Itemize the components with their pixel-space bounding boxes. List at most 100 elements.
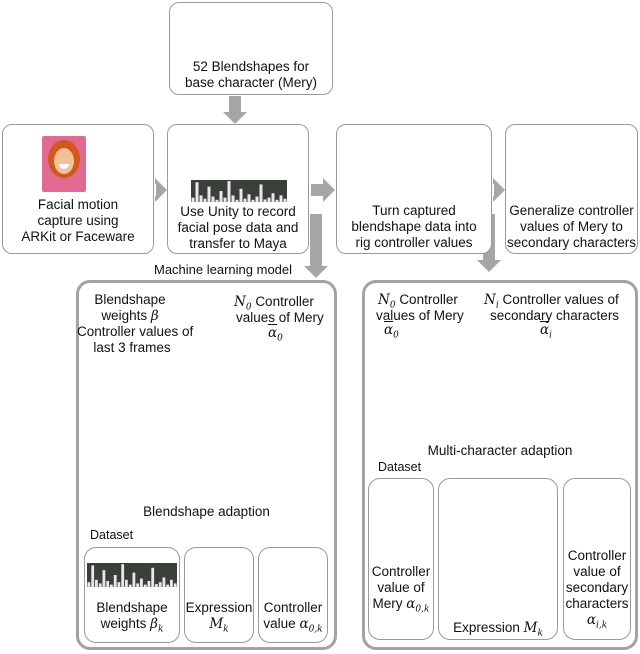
plot-bar — [211, 196, 215, 202]
plot-bar — [170, 579, 173, 587]
output-label-line1: N0 Controller — [234, 294, 314, 313]
plot-bar — [95, 579, 98, 587]
plot-bar — [203, 198, 207, 202]
plot-bar — [147, 581, 151, 587]
plot-bar — [91, 565, 95, 587]
plot-bar — [140, 578, 143, 587]
blendshapes-text-line2: base character (Mery) — [184, 75, 318, 90]
left-ds3-line2: value α0,k — [263, 616, 323, 635]
right-n0-line2: values of Mery — [376, 308, 464, 323]
input-label-line3: Controller values of — [77, 324, 194, 339]
right-ds3-line2: value of — [573, 564, 621, 579]
plot-bar — [267, 197, 271, 202]
left-dataset-controller-box — [258, 547, 328, 643]
generalize-text-line3: secondary characters — [506, 235, 637, 250]
plot-bar — [271, 193, 275, 202]
left-dataset-expression-box — [184, 547, 254, 643]
right-ds3-line1: Controller — [567, 548, 627, 563]
right-n0-line1: N0 Controller — [378, 292, 458, 311]
plot-bar — [128, 584, 132, 587]
blendshape-adaption-caption: Blendshape adaption — [143, 504, 270, 519]
left-dataset-label: Dataset — [90, 528, 134, 542]
plot-bar — [235, 199, 239, 202]
right-ni-line2: secondary characters — [490, 308, 620, 323]
right-ds3-line5: αi,k — [586, 612, 608, 631]
plot-bar — [151, 567, 155, 587]
turn-text-line2: blendshape data into — [351, 219, 477, 234]
blendshapes-box — [169, 2, 333, 95]
plot-bar — [113, 575, 117, 587]
plot-bar — [98, 583, 102, 587]
right-dataset-mery-box — [368, 478, 434, 640]
turn-text-line3: rig controller values — [355, 235, 473, 250]
left-ds1-line2: weights βk — [100, 616, 164, 635]
plot-bar — [155, 584, 158, 587]
plot-bar — [283, 198, 287, 202]
capture-text-line1: Facial motion — [37, 197, 119, 212]
blendshapes-text-line1: 52 Blendshapes for — [192, 59, 310, 74]
generalize-text-line1: Generalize controller — [509, 203, 634, 218]
right-ds1-line3: Mery α0,k — [372, 596, 430, 615]
capture-text-line3: ARKit or Faceware — [21, 229, 135, 244]
right-ds1-line1: Controller — [371, 564, 431, 579]
ml-model-label: Machine learning model — [154, 262, 293, 277]
plot-bar — [117, 582, 121, 587]
plot-bar — [227, 181, 231, 202]
right-dataset-expression-box — [438, 478, 558, 640]
right-ni-line1: Ni Controller values of — [484, 292, 619, 311]
bar-plot-icon — [191, 180, 287, 202]
unity-text-line3: transfer to Maya — [189, 236, 287, 251]
plot-bar — [263, 199, 267, 202]
arrow-turn-to-generalize — [493, 178, 505, 202]
right-ds1-line2: value of — [377, 580, 425, 595]
unity-text-line1: Use Unity to record — [180, 204, 296, 219]
plot-bar — [125, 579, 128, 587]
photo-icon — [42, 136, 86, 192]
plot-bar — [207, 186, 211, 202]
arrow-unity-to-turn — [311, 178, 335, 202]
plot-bar — [121, 564, 125, 587]
input-label-line2: weights β — [101, 308, 159, 324]
plot-bar — [195, 182, 199, 202]
right-ds3-line4: characters — [565, 596, 629, 611]
plot-bar — [239, 188, 243, 202]
plot-bar — [215, 199, 219, 202]
capture-text-line2: capture using — [37, 213, 119, 228]
alpha0-label: α0 — [268, 325, 283, 344]
left-ds1-line1: Blendshape — [96, 600, 168, 615]
right-ds2-label: Expression Mk — [453, 620, 543, 639]
plot-bar — [255, 196, 259, 202]
plot-bar — [166, 584, 170, 587]
plot-bar — [247, 194, 251, 202]
plot-bar — [136, 583, 140, 587]
arrow-unity-to-ml — [304, 214, 328, 278]
plot-bar — [279, 195, 283, 202]
plot-bar — [110, 584, 113, 587]
plot-bar — [251, 199, 255, 202]
output-label-line2: values of Mery — [236, 310, 324, 325]
turn-text-line1: Turn captured — [372, 203, 456, 218]
arrow-blendshapes-to-unity — [223, 96, 247, 124]
plot-bar — [102, 570, 106, 587]
plot-bar — [173, 583, 177, 587]
plot-bar — [132, 572, 136, 587]
plot-bar — [243, 198, 247, 202]
plot-bar — [223, 197, 227, 202]
plot-bar — [158, 582, 162, 587]
plot-bar — [191, 197, 195, 202]
right-ds3-line3: secondary — [565, 580, 629, 595]
left-ds2-line1: Expression — [185, 600, 253, 615]
plot-bar — [143, 584, 147, 587]
plot-bar — [87, 582, 91, 587]
right-alphai-label: αi — [540, 322, 553, 341]
plot-bar — [219, 191, 223, 202]
input-label-line4: last 3 frames — [93, 340, 171, 355]
plot-bar — [275, 199, 279, 202]
plot-bar — [259, 184, 263, 202]
plot-bar — [106, 581, 110, 587]
generalize-text-line2: values of Mery to — [520, 219, 623, 234]
right-alpha0-label: α0 — [384, 322, 399, 341]
input-label-line1: Blendshape — [94, 292, 166, 307]
arrow-capture-to-unity — [155, 178, 167, 202]
plot-bar — [231, 195, 235, 202]
